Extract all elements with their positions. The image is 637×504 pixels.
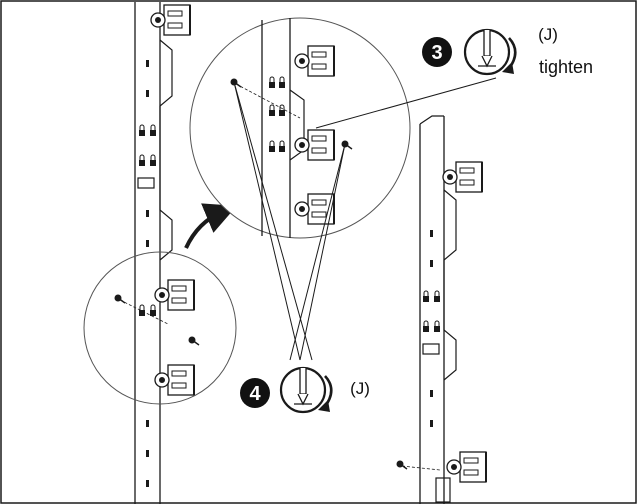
right-rail [395, 115, 487, 504]
leader-line-step-4 [299, 143, 346, 361]
step-3-action-label: tighten [539, 57, 593, 77]
step-4-callout: 4 (J) [233, 81, 370, 414]
step-4-badge [240, 378, 270, 408]
screw-icon [187, 335, 200, 346]
left-rail [134, 2, 195, 504]
step-3-number: 3 [431, 42, 442, 64]
step-3-fastener-label: (J) [538, 25, 558, 44]
step-3-callout: 3 (J) tighten [422, 25, 593, 77]
step-3-badge [422, 37, 452, 67]
screw-icon [395, 459, 408, 470]
zoom-arrow [184, 203, 237, 249]
screwdriver-icon [279, 366, 327, 414]
leader-line-step-3 [315, 77, 497, 129]
step-4-fastener-label: (J) [350, 379, 370, 398]
screwdriver-icon [463, 28, 511, 76]
leader-line-step-4 [233, 81, 301, 361]
step-4-number: 4 [249, 383, 261, 405]
screw-icon [113, 293, 126, 304]
detail-circle-small [83, 251, 237, 405]
detail-circle-large [189, 17, 411, 239]
